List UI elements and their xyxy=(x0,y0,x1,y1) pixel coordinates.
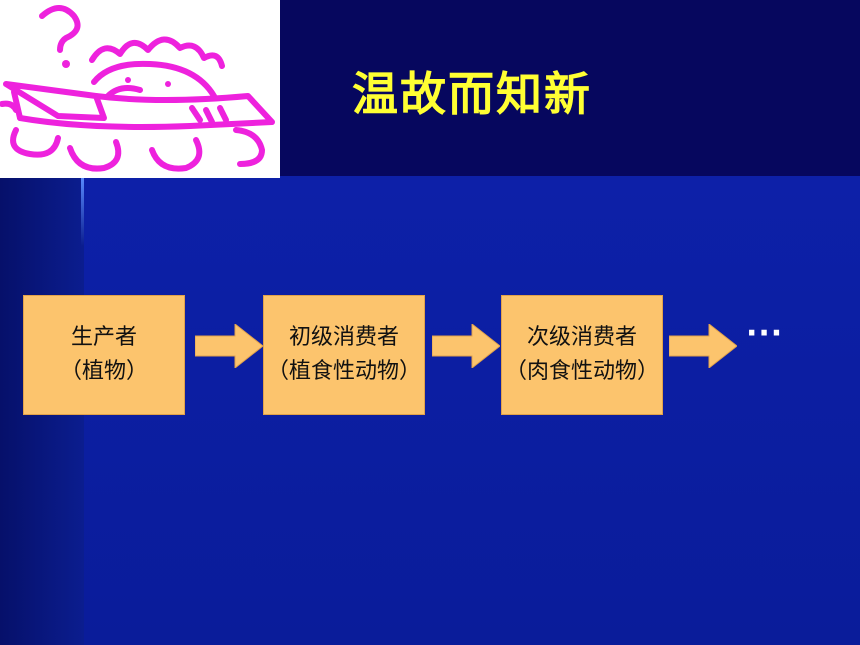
chain-box-label: 次级消费者 xyxy=(526,325,637,350)
chain-box-producer: 生产者 （植物） xyxy=(23,295,185,415)
chain-box-sublabel: （植食性动物） xyxy=(266,359,421,384)
chain-box-label: 生产者 xyxy=(70,325,137,350)
chain-box-sublabel: （肉食性动物） xyxy=(504,359,659,384)
arrow-right-icon xyxy=(195,324,263,368)
chain-box-label: 初级消费者 xyxy=(288,325,399,350)
divider-line xyxy=(81,176,84,246)
arrow-right-icon xyxy=(669,324,737,368)
continuation-ellipsis: ··· xyxy=(746,316,784,351)
chain-box-sublabel: （植物） xyxy=(59,359,148,384)
chain-box-primary-consumer: 初级消费者 （植食性动物） xyxy=(263,295,425,415)
chain-box-secondary-consumer: 次级消费者 （肉食性动物） xyxy=(501,295,663,415)
content-area xyxy=(84,176,860,645)
slide-title: 温故而知新 xyxy=(352,67,592,121)
reading-child-question-icon xyxy=(0,0,280,178)
arrow-right-icon xyxy=(432,324,500,368)
